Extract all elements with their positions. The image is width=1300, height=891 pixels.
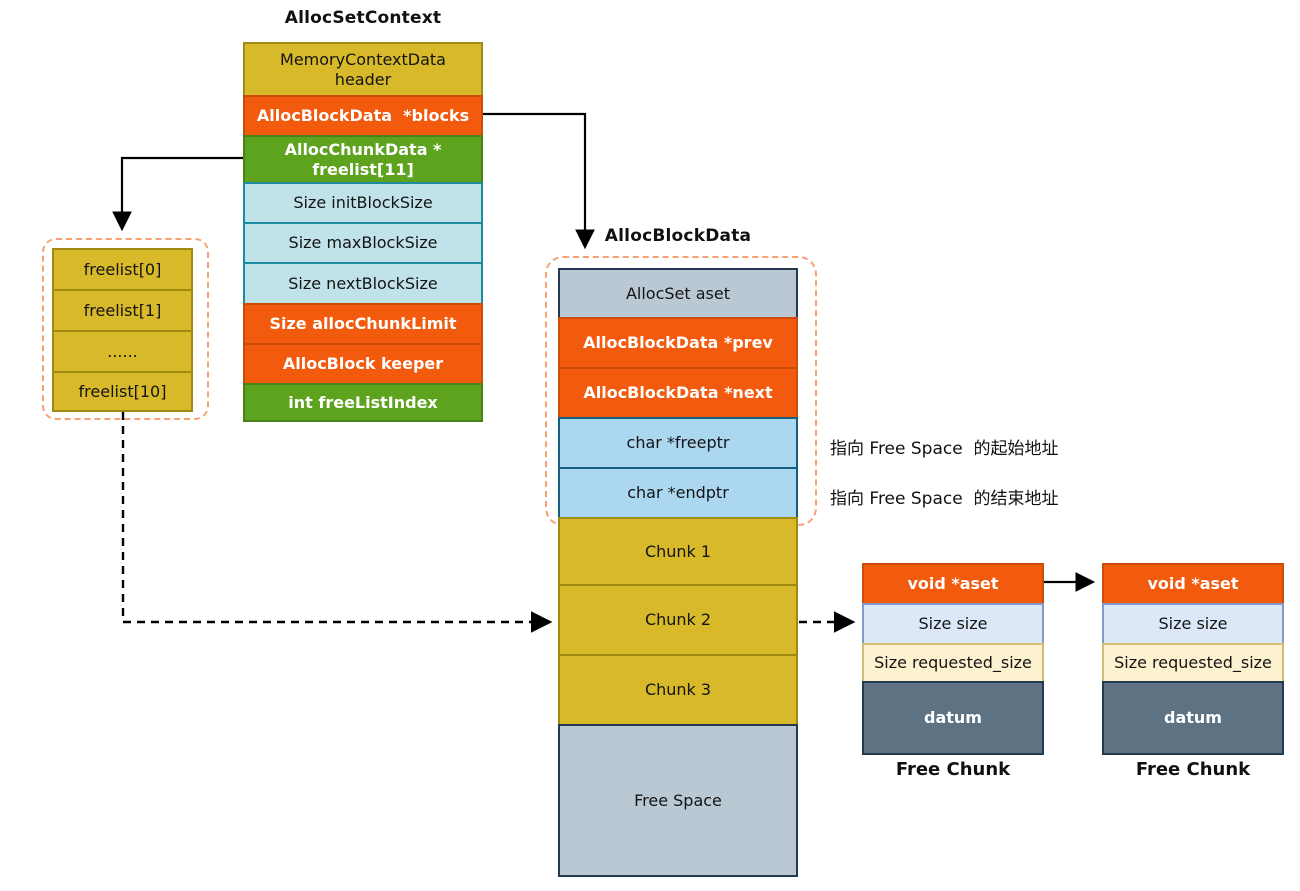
freelist-array: freelist[0] freelist[1] ...... freelist[… xyxy=(52,248,193,412)
allocsetcontext-title: AllocSetContext xyxy=(284,8,442,28)
free-space: Free Space xyxy=(558,724,798,877)
chunk-1: Chunk 1 xyxy=(558,517,798,586)
allocblockdata-title: AllocBlockData xyxy=(604,226,752,246)
endptr-annotation: 指向 Free Space 的结束地址 xyxy=(830,489,1059,509)
field-memorycontextdata-header: MemoryContextData header xyxy=(243,42,483,97)
freelist-item-10: freelist[10] xyxy=(52,371,193,412)
field-nextblocksize: Size nextBlockSize xyxy=(243,262,483,305)
chunk-3: Chunk 3 xyxy=(558,654,798,726)
field-aset: AllocSet aset xyxy=(558,268,798,319)
allocblockdata-struct: AllocSet aset AllocBlockData *prev Alloc… xyxy=(558,268,798,877)
freechunk2-requested-size: Size requested_size xyxy=(1102,643,1284,683)
freelist-item-ellipsis: ...... xyxy=(52,330,193,373)
free-chunk-1: void *aset Size size Size requested_size… xyxy=(862,563,1044,755)
freeptr-annotation: 指向 Free Space 的起始地址 xyxy=(830,439,1059,459)
freechunk1-datum: datum xyxy=(862,681,1044,755)
arrow-freelist11-to-freelist-array xyxy=(112,156,243,232)
freechunk2-datum: datum xyxy=(1102,681,1284,755)
field-blocks: AllocBlockData *blocks xyxy=(243,95,483,137)
freechunk2-size: Size size xyxy=(1102,603,1284,645)
field-allocchunklimit: Size allocChunkLimit xyxy=(243,303,483,345)
field-freelistindex: int freeListIndex xyxy=(243,383,483,422)
freelist-item-1: freelist[1] xyxy=(52,289,193,332)
freechunk2-aset: void *aset xyxy=(1102,563,1284,605)
field-keeper: AllocBlock keeper xyxy=(243,343,483,385)
chunk-2: Chunk 2 xyxy=(558,584,798,656)
field-prev: AllocBlockData *prev xyxy=(558,317,798,369)
allocsetcontext-struct: MemoryContextData header AllocBlockData … xyxy=(243,42,483,422)
field-endptr: char *endptr xyxy=(558,467,798,519)
freechunk1-size: Size size xyxy=(862,603,1044,645)
freechunk1-aset: void *aset xyxy=(862,563,1044,605)
field-freelist11: AllocChunkData * freelist[11] xyxy=(243,135,483,184)
field-freeptr: char *freeptr xyxy=(558,417,798,469)
freechunk1-requested-size: Size requested_size xyxy=(862,643,1044,683)
field-next: AllocBlockData *next xyxy=(558,367,798,419)
field-initblocksize: Size initBlockSize xyxy=(243,182,483,224)
field-maxblocksize: Size maxBlockSize xyxy=(243,222,483,264)
free-chunk-1-caption: Free Chunk xyxy=(895,759,1011,780)
freelist-item-0: freelist[0] xyxy=(52,248,193,291)
free-chunk-2-caption: Free Chunk xyxy=(1135,759,1251,780)
arrow-freelist-to-chunk2 xyxy=(121,412,553,633)
free-chunk-2: void *aset Size size Size requested_size… xyxy=(1102,563,1284,755)
